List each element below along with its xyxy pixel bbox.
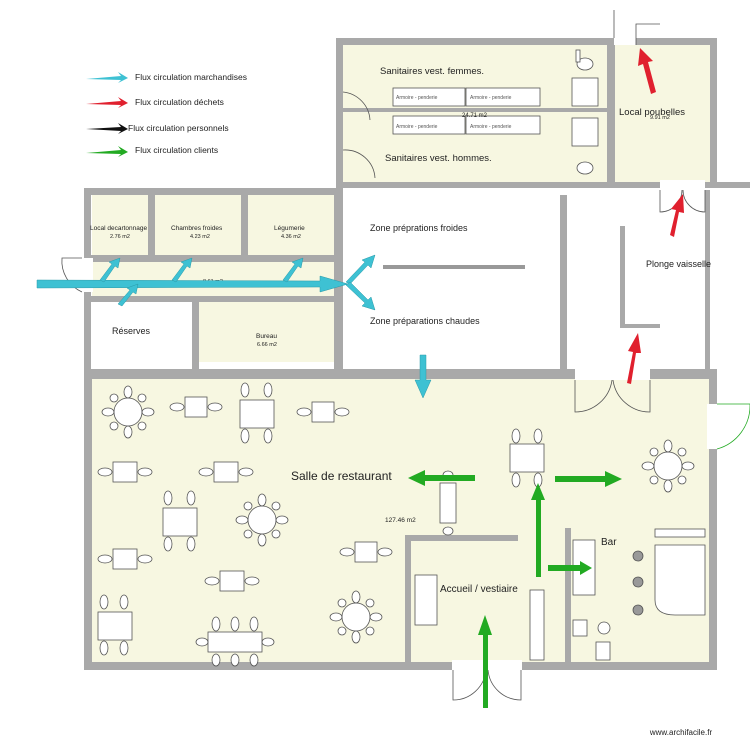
room-area-local-decartonnage: 2.76 m2 [110,234,130,240]
watermark: www.archifacile.fr [649,728,713,737]
bench [465,87,541,107]
shower [571,77,599,107]
room-label-sanitaires-femmes: Sanitaires vest. femmes. [380,66,484,77]
cyan-arrow-icon [171,257,193,283]
room-area-sanitaires: 24.71 m2 [462,113,488,119]
room-label-sanitaires-hommes: Sanitaires vest. hommes. [385,153,492,164]
room-label-zone-froide: Zone préprations froides [370,223,468,233]
green-arrow-icon [531,483,545,577]
bench [392,115,466,135]
round-table [235,493,289,547]
red-arrow-icon [638,48,656,94]
svg-text:Armoire - penderie: Armoire - penderie [396,95,438,101]
room-label-salle: Salle de restaurant [291,469,392,483]
round-table [101,385,155,439]
legend-label: Flux circulation clients [135,145,218,155]
walls [84,38,750,670]
toilet [576,161,594,175]
green-arrow-icon [478,615,492,708]
legend: Flux circulation marchandises Flux circu… [86,72,247,157]
cyan-arrow-icon [282,257,304,283]
legend-item-dechets: Flux circulation déchets [86,97,224,108]
bench [465,115,541,135]
toilet [576,57,594,71]
room-label-plonge: Plonge vaisselle [646,259,711,269]
room-label-bureau: Bureau [256,333,277,340]
room-area-chambres-froides: 4.23 m2 [190,234,210,240]
cyan-arrow-icon [414,354,432,399]
flow-dechets [627,48,684,384]
red-arrow-icon [670,194,684,237]
floors [92,45,711,662]
red-arrow-icon [86,97,128,108]
room-label-local-poubelles: Local poubelles [619,107,685,118]
sanitary-fixtures: Armoire - penderie Armoire - penderie Ar… [392,49,599,175]
room-label-reserves: Réserves [112,326,151,336]
svg-text:Armoire - penderie: Armoire - penderie [396,124,438,130]
cyan-arrow-icon [99,257,121,283]
room-area-salle: 127.46 m2 [385,517,416,524]
bench [392,87,466,107]
legend-label: Flux circulation personnels [128,123,229,133]
green-arrow-icon [86,146,128,157]
legend-item-personnels: Flux circulation personnels [86,123,229,134]
flow-marchandises [36,254,432,399]
cyan-arrow-icon [117,283,139,307]
shower [571,117,599,147]
black-arrow-icon [86,123,128,134]
cyan-arrow-icon [36,275,349,293]
room-area-legumerie: 4.36 m2 [281,234,301,240]
cyan-arrow-icon [86,72,128,83]
room-label-zone-chaude: Zone préparations chaudes [370,316,480,326]
green-arrow-icon [555,471,622,487]
room-area-local-poubelles: 9.91 m2 [650,115,670,121]
room-label-legumerie: Légumerie [274,225,305,232]
kitchen-counter [383,265,525,269]
green-arrow-icon [548,561,592,575]
flow-clients [408,470,622,708]
svg-text:Armoire - penderie: Armoire - penderie [470,95,512,101]
room-label-local-decartonnage: Local decartonnage [90,225,147,232]
room-label-chambres-froides: Chambres froides [171,225,223,232]
round-table [641,439,695,493]
red-arrow-icon [627,333,641,384]
dining-furniture [97,382,695,667]
legend-label: Flux circulation marchandises [135,72,247,82]
legend-item-clients: Flux circulation clients [86,145,218,157]
room-area-bureau: 6.66 m2 [257,342,277,348]
room-label-accueil: Accueil / vestiaire [440,584,518,595]
cyan-arrow-icon [345,254,376,285]
svg-text:Armoire - penderie: Armoire - penderie [470,124,512,130]
legend-item-marchandises: Flux circulation marchandises [86,72,247,83]
room-label-bar: Bar [601,537,617,548]
green-arrow-icon [408,470,475,486]
cyan-arrow-icon [345,281,376,311]
round-table [329,590,383,644]
legend-label: Flux circulation déchets [135,97,224,107]
